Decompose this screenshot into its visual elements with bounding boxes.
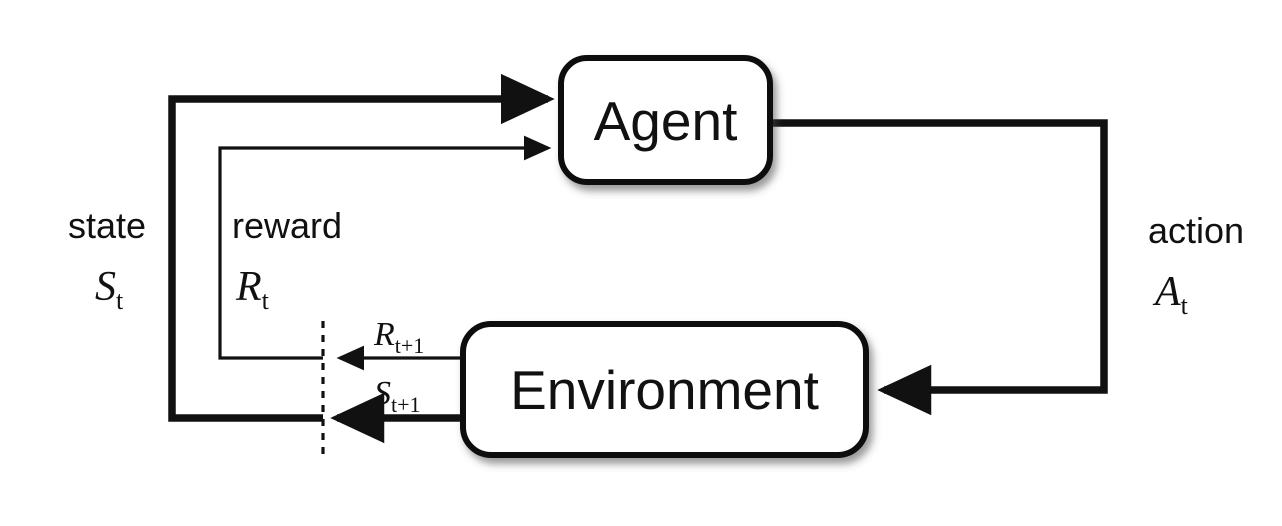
edge-state-path	[168, 73, 555, 444]
state-subscript: t	[116, 286, 124, 315]
reward-symbol-group: Rt	[235, 264, 270, 315]
action-arrow-line	[770, 119, 1108, 416]
edge-action-path	[770, 119, 1108, 416]
action-word: action	[1148, 210, 1244, 251]
environment-box[interactable]	[460, 321, 869, 458]
node-environment[interactable]: Environment	[460, 321, 869, 458]
reward-word: reward	[232, 205, 342, 246]
reward-symbol: R	[235, 264, 262, 310]
reward-next-symbol: R	[373, 316, 395, 353]
state-symbol-group: St	[95, 264, 124, 315]
action-symbol: A	[1152, 269, 1181, 315]
edge-label-state: state St	[68, 205, 146, 315]
state-word: state	[68, 205, 146, 246]
edge-reward-path	[218, 135, 552, 371]
state-next-symbol-group: St+1	[374, 375, 421, 417]
agent-label: Agent	[594, 90, 738, 152]
action-subscript: t	[1181, 291, 1189, 320]
edge-label-reward: reward Rt	[232, 205, 342, 315]
state-next-subscript: t+1	[391, 392, 421, 417]
state-symbol: S	[95, 264, 116, 310]
state-next-symbol: S	[374, 375, 391, 412]
edge-label-state-next: St+1	[374, 375, 421, 417]
node-agent[interactable]: Agent	[558, 55, 773, 185]
state-arrow-line	[168, 73, 555, 422]
edge-label-reward-next: Rt+1	[373, 316, 424, 358]
environment-label: Environment	[510, 359, 819, 421]
action-symbol-group: At	[1152, 269, 1189, 320]
reward-arrow-line	[218, 135, 552, 360]
agent-box[interactable]	[558, 55, 773, 185]
reward-next-subscript: t+1	[395, 333, 425, 358]
reward-subscript: t	[262, 286, 270, 315]
reward-next-symbol-group: Rt+1	[373, 316, 424, 358]
edge-label-action: action At	[1148, 210, 1244, 320]
